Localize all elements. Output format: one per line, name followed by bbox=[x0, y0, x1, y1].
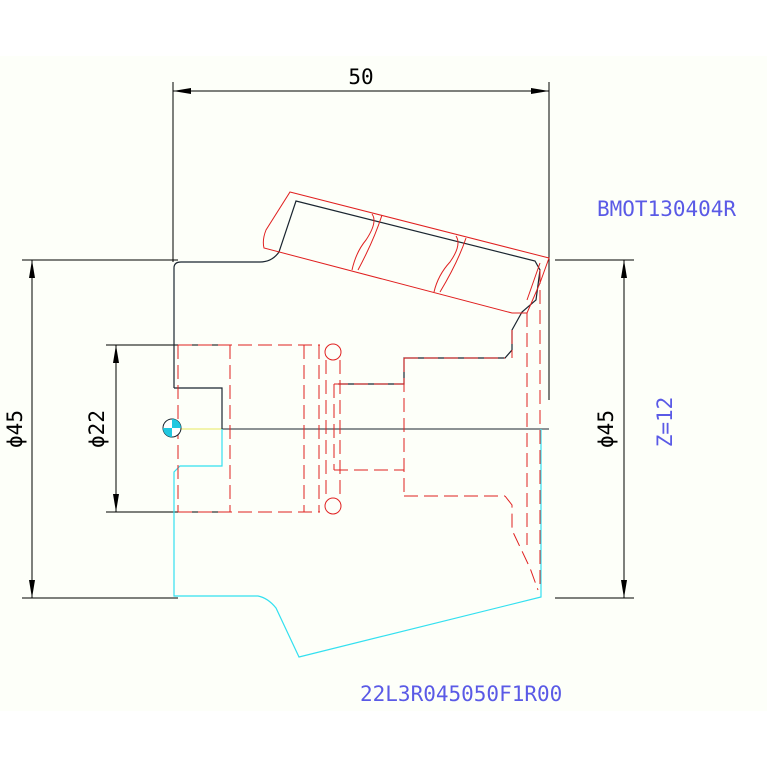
tool-body-upper bbox=[173, 200, 541, 388]
bore-diameter-dimension: ϕ22 bbox=[85, 344, 230, 513]
teeth-count-label: Z=12 bbox=[653, 397, 677, 448]
right-diameter-dimension: ϕ45 bbox=[555, 259, 634, 599]
left-diameter-text: ϕ45 bbox=[3, 410, 27, 448]
insert-code-label: BMOT130404R bbox=[597, 197, 736, 221]
length-dimension-text: 50 bbox=[348, 65, 373, 89]
hidden-lines bbox=[177, 270, 541, 591]
right-diameter-text: ϕ45 bbox=[594, 410, 618, 448]
tool-code-label: 22L3R045050F1R00 bbox=[360, 682, 562, 706]
bore-diameter-text: ϕ22 bbox=[85, 410, 109, 448]
length-dimension: 50 bbox=[172, 65, 550, 400]
origin-marker-icon bbox=[162, 418, 182, 438]
tool-body-lower bbox=[173, 429, 542, 658]
insert-outline bbox=[262, 191, 550, 314]
left-diameter-dimension: ϕ45 bbox=[3, 259, 178, 599]
tool-body-upper-step bbox=[174, 387, 223, 429]
